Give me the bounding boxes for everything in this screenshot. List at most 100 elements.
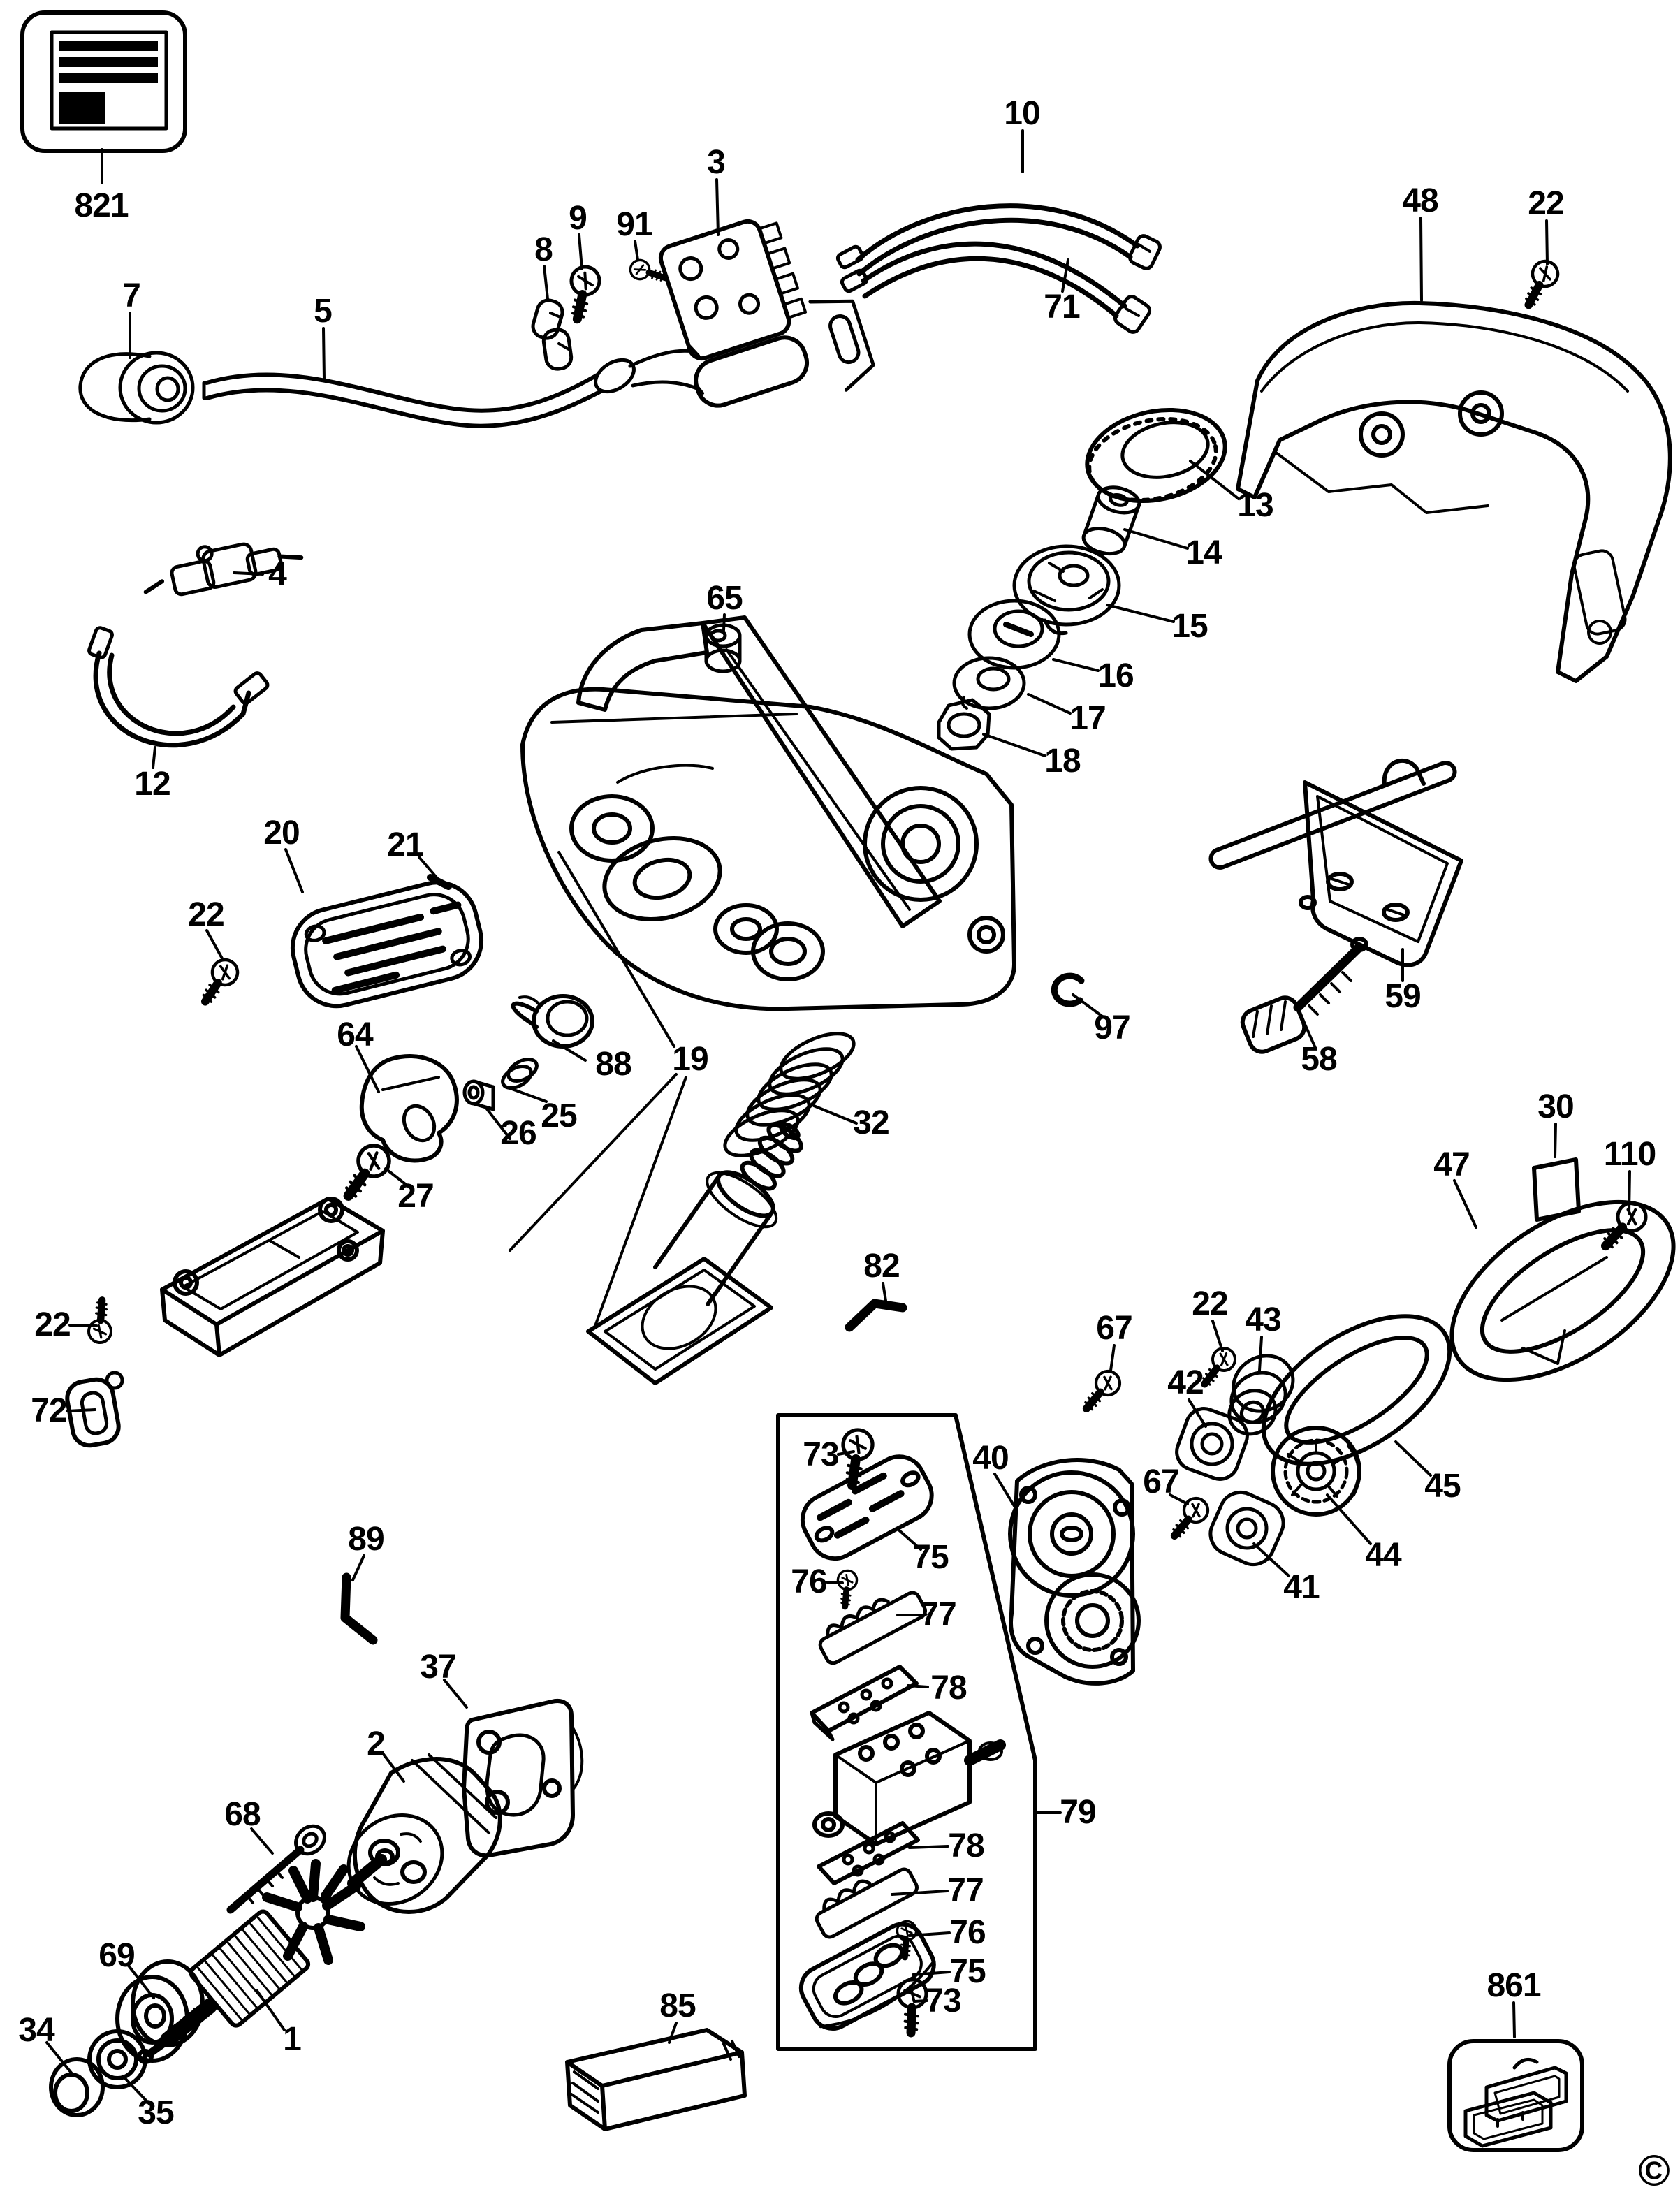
part-number-gear-housing-40: 40: [972, 1440, 1009, 1477]
part-number-screw-67-upper: 67: [1096, 1310, 1132, 1347]
part-number-washer-17: 17: [1069, 700, 1106, 737]
part-number-kit-box-861: 861: [1487, 1967, 1541, 2004]
part-number-jumper-wire-12: 12: [134, 766, 170, 803]
part-number-vent-cover-20: 20: [263, 814, 300, 852]
part-number-blade-78-top: 78: [930, 1670, 967, 1707]
part-spring-32: [723, 1032, 856, 1157]
part-number-pulley-44: 44: [1365, 1537, 1401, 1574]
part-number-nut-18: 18: [1044, 743, 1081, 780]
part-kit-box-79: [776, 1413, 1037, 2051]
part-number-pin-21: 21: [387, 826, 423, 863]
part-blade-78-bottom: [817, 1821, 920, 1885]
part-shoe-plate: [160, 1197, 385, 1357]
part-number-screw-76-bottom: 76: [949, 1914, 986, 1951]
part-number-fence-59: 59: [1385, 978, 1421, 1015]
part-fence-59: [1208, 759, 1463, 967]
part-number-cam-disc-15: 15: [1171, 608, 1208, 645]
part-wire-10: [835, 203, 1162, 277]
part-terminals-8: [531, 298, 574, 371]
part-bearing-41: [1208, 1490, 1285, 1567]
part-number-clamp-77-bottom: 77: [947, 1872, 984, 1909]
part-barrel-14: [1081, 485, 1141, 556]
part-jumper-wire-12: [87, 626, 270, 748]
part-clamp-77-bottom: [815, 1867, 919, 1939]
part-switch-3: [658, 219, 875, 408]
part-clip-97: [1051, 972, 1085, 1007]
part-number-clip-72: 72: [31, 1392, 67, 1429]
part-number-wire-10: 10: [1004, 95, 1040, 132]
part-number-knob-13: 13: [1237, 487, 1273, 524]
part-screw-68: [226, 1824, 326, 1914]
part-wire-71: [840, 241, 1152, 334]
part-number-bearing-42: 42: [1167, 1364, 1204, 1401]
part-number-screw-22-mid: 22: [1192, 1285, 1228, 1322]
part-bushing-26: [462, 1079, 495, 1111]
part-number-spring-32: 32: [853, 1104, 889, 1141]
part-blade-cover-75-top: [800, 1454, 934, 1561]
part-number-screw-73-top: 73: [803, 1436, 839, 1473]
part-cord-protector-7: [78, 351, 195, 425]
part-number-bearing-41: 41: [1283, 1569, 1320, 1606]
part-number-screw-76-top: 76: [791, 1563, 827, 1600]
part-number-baffle-69: 69: [98, 1937, 135, 1974]
part-number-barrel-14: 14: [1185, 534, 1222, 571]
part-number-label-plate-821: 821: [74, 187, 129, 224]
part-number-cable-5: 5: [314, 293, 333, 330]
part-label-plate-821: [20, 10, 187, 153]
part-number-cord-protector-7: 7: [122, 277, 141, 314]
part-number-ring-34: 34: [18, 2012, 54, 2049]
part-number-screw-27: 27: [397, 1178, 434, 1215]
part-vent-cover-20: [290, 880, 484, 1009]
part-number-terminals-8: 8: [534, 231, 553, 268]
part-knob-88: [511, 994, 594, 1049]
part-number-clip-97: 97: [1094, 1009, 1130, 1046]
part-cable-5: [202, 345, 704, 428]
part-number-blade-78-bottom: 78: [948, 1827, 984, 1864]
part-number-belt-45: 45: [1424, 1468, 1461, 1505]
part-number-clamp-77-top: 77: [920, 1596, 956, 1633]
part-hex-key-82: [845, 1299, 907, 1332]
part-number-screw-22-top-right: 22: [1528, 185, 1564, 222]
part-belt-45: [1261, 1314, 1452, 1466]
part-number-screw-9: 9: [569, 200, 587, 237]
part-number-connector-4: 4: [268, 556, 287, 593]
part-handle-housing-48: [1236, 300, 1672, 683]
part-number-screw-91: 91: [616, 206, 652, 243]
part-bearing-35: [87, 2029, 147, 2089]
part-number-hex-key-82: 82: [863, 1248, 900, 1285]
part-kit-box-861: [1447, 2039, 1584, 2152]
part-number-disc-16: 16: [1097, 657, 1134, 694]
part-pulley-44: [1271, 1426, 1361, 1517]
part-number-armature-1: 1: [283, 2021, 302, 2058]
part-number-bushing-65: 65: [706, 580, 743, 617]
part-number-spring-25: 25: [541, 1097, 577, 1134]
part-number-bearing-35: 35: [138, 2094, 174, 2131]
part-end-cover-64: [359, 1054, 459, 1163]
part-connector-4: [143, 542, 304, 597]
part-number-wedge-85: 85: [659, 1987, 696, 2024]
copyright-symbol: ©: [1638, 2147, 1670, 2196]
part-clip-72: [65, 1371, 124, 1448]
part-number-switch-3: 3: [707, 144, 726, 181]
part-number-end-cover-64: 64: [337, 1016, 373, 1053]
part-number-screw-22-bottom-left: 22: [34, 1306, 71, 1343]
part-blade-78-top: [810, 1665, 919, 1741]
part-number-bushing-26: 26: [500, 1115, 536, 1152]
part-number-pulley-43: 43: [1245, 1301, 1281, 1338]
part-body-19: [520, 615, 1016, 1011]
part-spring-25: [501, 1058, 539, 1090]
part-number-screw-22-left: 22: [188, 896, 224, 933]
part-number-hex-key-89: 89: [348, 1521, 384, 1558]
part-foot-assembly: [586, 1122, 803, 1385]
part-thumbscrew-58: [1240, 942, 1364, 1054]
part-hex-key-89: [340, 1572, 378, 1645]
part-number-field-2: 2: [367, 1725, 386, 1762]
part-wedge-85: [565, 2028, 747, 2131]
part-number-screw-73-bottom: 73: [925, 1982, 961, 2019]
part-bearing-42: [1175, 1407, 1249, 1481]
part-number-thumbscrew-58: 58: [1301, 1041, 1337, 1078]
